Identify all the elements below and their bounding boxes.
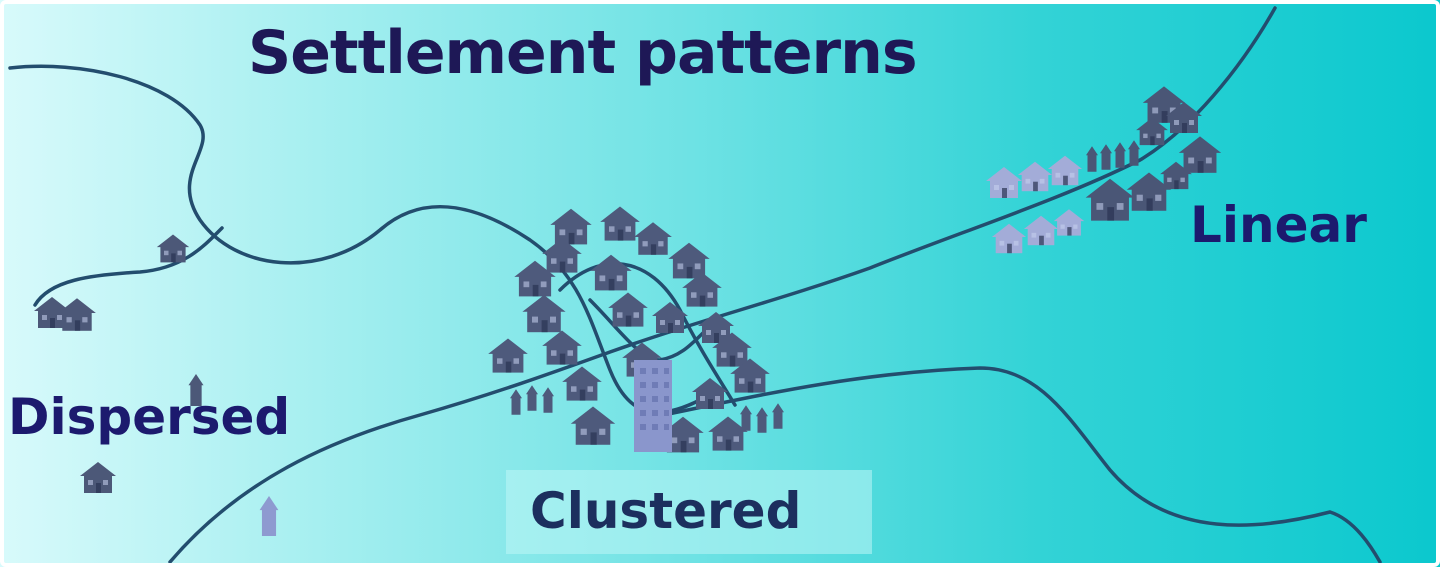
house-icon <box>1114 142 1126 168</box>
house-icon <box>80 462 116 493</box>
house-icon <box>570 406 616 445</box>
house-icon <box>756 407 768 433</box>
house-icon <box>542 330 582 365</box>
clustered-label-backdrop <box>506 470 872 554</box>
house-icon <box>1128 140 1140 166</box>
house-icon <box>550 208 592 245</box>
house-icon <box>986 167 1022 198</box>
house-icon <box>1053 209 1085 236</box>
road-southeast <box>638 366 1382 564</box>
house-icon <box>1047 155 1083 186</box>
house-icon <box>668 242 710 279</box>
house-icon <box>562 366 602 401</box>
road-main-diagonal <box>168 6 1277 564</box>
house-icon <box>608 292 648 327</box>
road-northwest-winding <box>8 64 702 415</box>
house-icon <box>522 295 566 333</box>
house-icon <box>772 403 784 429</box>
house-icon <box>1085 178 1135 221</box>
house-icon <box>488 338 528 373</box>
house-icon <box>156 234 190 263</box>
house-icon <box>740 405 752 431</box>
page-title: Settlement patterns <box>248 18 918 88</box>
house-icon <box>542 387 554 413</box>
label-linear: Linear <box>1190 196 1367 254</box>
house-icon <box>1178 136 1222 173</box>
house-icon <box>600 206 640 241</box>
house-icon <box>526 385 538 411</box>
label-dispersed: Dispersed <box>8 388 291 446</box>
house-icon <box>991 223 1027 254</box>
road-cluster-loop <box>558 262 737 407</box>
house-icon <box>590 254 632 291</box>
house-icon <box>652 302 688 333</box>
house-icon <box>1086 146 1098 172</box>
house-icon <box>634 222 672 255</box>
dispersed-light-house <box>259 496 279 536</box>
label-clustered: Clustered <box>530 482 802 540</box>
house-icon <box>510 389 522 415</box>
house-icon <box>1023 215 1059 246</box>
road-dispersed-spur <box>33 226 224 307</box>
house-icon <box>1100 144 1112 170</box>
house-icon <box>259 496 279 536</box>
clustered-apartment-block <box>634 360 672 452</box>
house-icon <box>1017 161 1053 192</box>
house-icon <box>58 298 96 331</box>
